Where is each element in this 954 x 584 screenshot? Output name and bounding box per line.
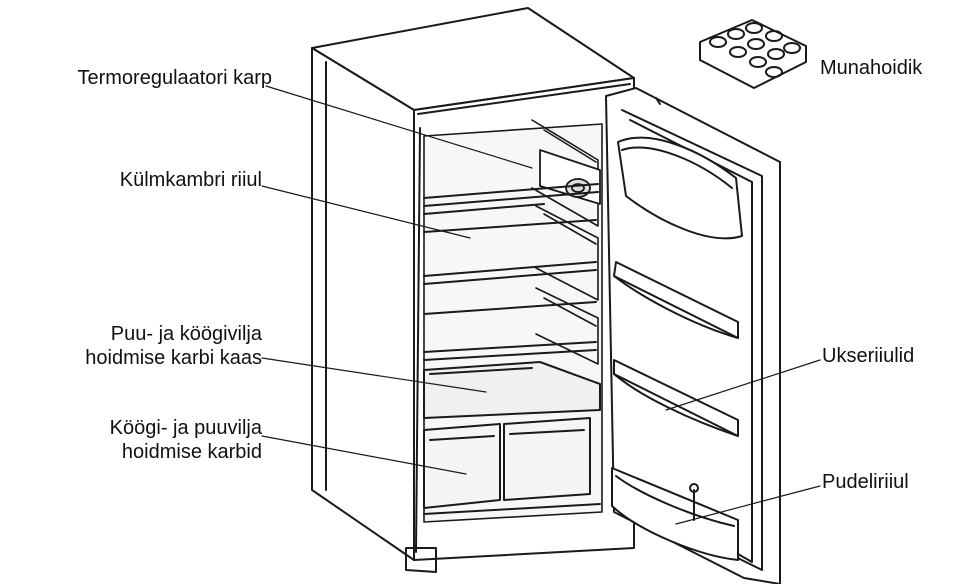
callout-egg-holder: Munahoidik	[820, 56, 922, 80]
label-door-shelves: Ukseriiulid	[822, 345, 915, 367]
fridge-shelves	[423, 183, 599, 361]
callout-crisper-drawers: Köögi- ja puuvilja hoidmise karbid	[10, 416, 262, 464]
leader-fridge-shelf	[261, 185, 471, 239]
label-crisper-drawers-line1: Köögi- ja puuvilja	[109, 417, 262, 439]
leader-crisper-drawers	[261, 435, 467, 475]
label-bottle-shelf: Pudeliriiul	[822, 471, 909, 493]
label-thermostat-box: Termoregulaatori karp	[77, 67, 272, 89]
label-egg-holder: Munahoidik	[820, 57, 923, 79]
leader-door-shelves	[665, 359, 821, 411]
leader-thermostat	[265, 85, 533, 169]
callout-bottle-shelf: Pudeliriiul	[822, 470, 909, 494]
callout-fridge-shelf: Külmkambri riiul	[10, 168, 262, 192]
bottle-shelf	[611, 467, 739, 561]
leader-bottle-shelf	[675, 485, 821, 525]
label-crisper-lid-line2: hoidmise karbi kaas	[85, 347, 262, 369]
callout-door-shelves: Ukseriiulid	[822, 344, 914, 368]
label-fridge-shelf: Külmkambri riiul	[119, 169, 262, 191]
callout-crisper-lid: Puu- ja köögivilja hoidmise karbi kaas	[10, 322, 262, 370]
crisper-drawers	[423, 417, 601, 515]
door-top-compartment	[617, 136, 743, 240]
callout-leader-lines	[261, 85, 821, 525]
crisper-lid	[423, 361, 601, 419]
label-crisper-lid-line1: Puu- ja köögivilja	[110, 323, 262, 345]
label-crisper-drawers-line2: hoidmise karbid	[121, 441, 262, 463]
leader-crisper-lid	[261, 357, 487, 393]
egg-holder	[699, 19, 807, 89]
callout-thermostat-box: Termoregulaatori karp	[10, 66, 272, 90]
